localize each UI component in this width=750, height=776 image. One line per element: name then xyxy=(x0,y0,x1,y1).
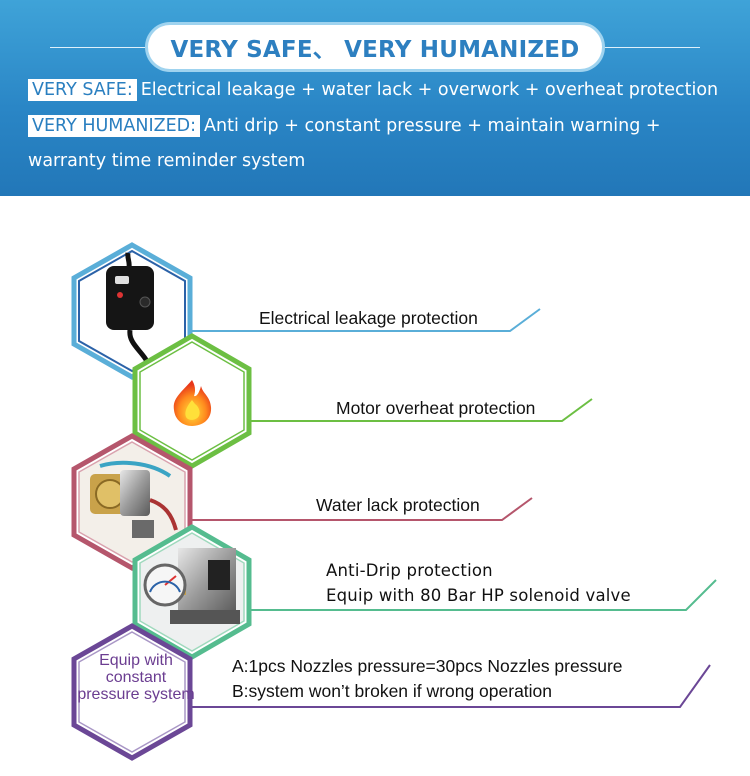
humanized-line: VERY HUMANIZED:Anti drip + constant pres… xyxy=(28,115,661,137)
header-banner: VERY SAFE、 VERY HUMANIZED VERY SAFE:Elec… xyxy=(0,0,750,196)
connector-line-water xyxy=(190,497,533,521)
feature-label-antidrip: Anti-Drip protection xyxy=(326,561,493,580)
pump-parts-icon xyxy=(90,460,178,538)
humanized-text-2: warranty time reminder system xyxy=(28,151,306,171)
pressure-gauge-icon xyxy=(143,548,240,624)
hex-antidrip xyxy=(132,524,252,660)
fire-icon xyxy=(173,380,212,426)
safe-tag: VERY SAFE: xyxy=(28,79,137,101)
humanized-tag: VERY HUMANIZED: xyxy=(28,115,201,137)
title-pill: VERY SAFE、 VERY HUMANIZED xyxy=(148,25,602,69)
feature-label-water: Water lack protection xyxy=(316,495,480,515)
feature-label-overheat: Motor overheat protection xyxy=(336,398,536,418)
title-rule-right xyxy=(600,47,700,48)
connector-line-overheat xyxy=(250,398,593,422)
title-rule-left xyxy=(50,47,150,48)
feature-label-pressure-b: B:system won’t broken if wrong operation xyxy=(232,681,553,701)
feature-label-antidrip-2: Equip with 80 Bar HP solenoid valve xyxy=(326,586,631,605)
hex-water xyxy=(71,433,193,571)
hex-pressure-text: Equip with constant pressure system xyxy=(77,652,195,703)
feature-label-leakage: Electrical leakage protection xyxy=(259,308,478,328)
humanized-line-2: warranty time reminder system xyxy=(28,151,305,171)
safe-line: VERY SAFE:Electrical leakage + water lac… xyxy=(28,79,719,101)
connector-line-antidrip xyxy=(250,579,717,611)
humanized-text: Anti drip + constant pressure + maintain… xyxy=(204,116,661,136)
hex-overheat xyxy=(132,333,252,469)
hex-pressure xyxy=(71,623,193,761)
hex-leakage xyxy=(71,242,193,380)
page-title: VERY SAFE、 VERY HUMANIZED xyxy=(170,37,580,63)
leakage-plug-icon xyxy=(106,252,154,369)
safe-text: Electrical leakage + water lack + overwo… xyxy=(140,80,719,100)
connector-line-leakage xyxy=(190,308,541,332)
feature-label-pressure-a: A:1pcs Nozzles pressure=30pcs Nozzles pr… xyxy=(232,656,623,676)
connector-line-pressure xyxy=(190,664,711,708)
